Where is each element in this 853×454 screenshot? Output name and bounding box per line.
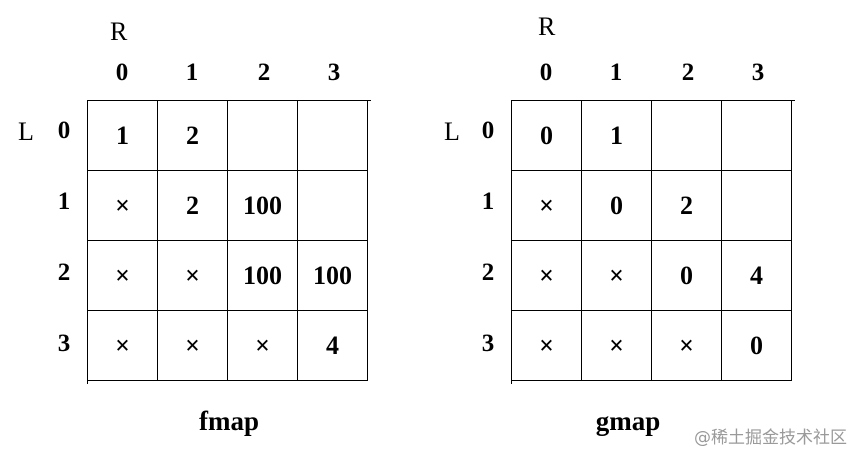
row-header: 2 [57, 259, 71, 286]
matrix-cell [298, 171, 368, 241]
matrix-cell: × [582, 241, 652, 311]
matrix-grid: 0 1 × 0 2 × × 0 4 × × × 0 [511, 100, 795, 384]
matrix-cell [298, 101, 368, 171]
col-header: 0 [115, 59, 129, 86]
col-header: 2 [681, 59, 695, 86]
col-header: 2 [257, 59, 271, 86]
matrix-cell: × [88, 241, 158, 311]
matrix-cell [722, 101, 792, 171]
col-header: 3 [327, 59, 341, 86]
matrix-cell: 100 [228, 171, 298, 241]
matrix-grid: 1 2 × 2 100 × × 100 100 × × × 4 [87, 100, 371, 384]
matrix-cell: × [512, 241, 582, 311]
matrix-cell: 0 [722, 311, 792, 381]
matrix-cell: 0 [582, 171, 652, 241]
row-header: 2 [481, 259, 495, 286]
matrix-cell: × [158, 241, 228, 311]
matrix-cell [652, 101, 722, 171]
matrix-cell: 0 [512, 101, 582, 171]
matrix-cell: 2 [158, 101, 228, 171]
row-header: 3 [481, 330, 495, 357]
matrix-cell: 100 [298, 241, 368, 311]
matrix-cell: 0 [652, 241, 722, 311]
matrix-cell: 2 [158, 171, 228, 241]
row-axis-label: L [18, 117, 34, 146]
matrix-cell: 4 [722, 241, 792, 311]
matrix-cell: × [88, 311, 158, 381]
row-axis-label: L [444, 117, 460, 146]
matrix-cell: × [512, 171, 582, 241]
fmap-matrix: R L 0 1 2 3 0 1 2 3 1 2 × 2 100 × × 100 … [0, 0, 420, 454]
col-header: 1 [609, 59, 623, 86]
col-axis-label: R [538, 12, 556, 41]
matrix-cell: 4 [298, 311, 368, 381]
gmap-matrix: R L 0 1 2 3 0 1 2 3 0 1 × 0 2 × × 0 4 × … [426, 0, 846, 454]
matrix-cell: 1 [582, 101, 652, 171]
row-header: 1 [57, 188, 71, 215]
row-header: 0 [481, 117, 495, 144]
row-header: 0 [57, 117, 71, 144]
matrix-cell: × [158, 311, 228, 381]
watermark: @稀土掘金技术社区 [694, 428, 847, 448]
matrix-cell: × [512, 311, 582, 381]
matrix-cell: × [582, 311, 652, 381]
matrix-caption: gmap [595, 406, 661, 436]
col-axis-label: R [110, 17, 128, 46]
col-header: 0 [539, 59, 553, 86]
matrix-cell: × [88, 171, 158, 241]
matrix-cell [228, 101, 298, 171]
matrix-cell: × [652, 311, 722, 381]
col-header: 1 [185, 59, 199, 86]
row-header: 3 [57, 330, 71, 357]
matrix-cell: 2 [652, 171, 722, 241]
col-header: 3 [751, 59, 765, 86]
matrix-cell [722, 171, 792, 241]
matrix-cell: 100 [228, 241, 298, 311]
row-header: 1 [481, 188, 495, 215]
matrix-caption: fmap [199, 406, 259, 436]
matrix-cell: × [228, 311, 298, 381]
matrix-cell: 1 [88, 101, 158, 171]
